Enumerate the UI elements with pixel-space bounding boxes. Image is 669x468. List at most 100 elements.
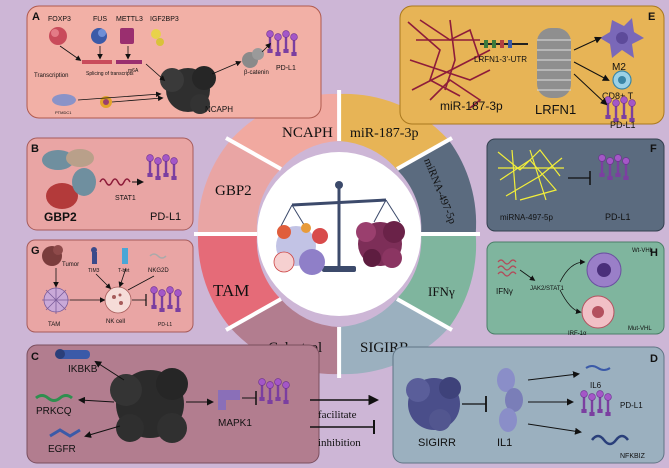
foxp3-label: FOXP3 bbox=[48, 16, 71, 23]
jak-stat-label: JAK2/STAT1 bbox=[530, 286, 564, 292]
mut-vhl-cell-icon bbox=[581, 295, 615, 329]
panel-f-pdl1-label: PD-L1 bbox=[605, 212, 631, 222]
panel-a: A FOXP3 FUS METTL3 IGF2BP3 Transcription… bbox=[26, 5, 322, 119]
panel-h-letter: H bbox=[650, 247, 658, 259]
panel-c: C IKBKB PRKCQ EGFR MAPK1 bbox=[26, 344, 320, 464]
panel-f-letter: F bbox=[650, 143, 657, 155]
sector-gbp2[interactable] bbox=[197, 140, 281, 234]
mapk1-protein-icon bbox=[218, 390, 240, 410]
sector-sigirr[interactable] bbox=[339, 298, 449, 375]
egfr-protein-icon bbox=[49, 428, 81, 438]
m2-macrophage-icon bbox=[600, 18, 644, 58]
legend-inhibition-label: inhibition bbox=[318, 437, 361, 449]
tumor-mass-icon bbox=[356, 221, 405, 268]
panel-e-letter: E bbox=[648, 11, 655, 23]
lrfn1-label: LRFN1 bbox=[535, 102, 576, 117]
fus-protein-icon bbox=[91, 28, 107, 44]
panel-a-letter: A bbox=[32, 11, 40, 23]
ikbkb-protein-icon bbox=[55, 349, 90, 359]
ptmdc-label: PTMDC1 bbox=[55, 110, 72, 115]
cd8-t-cell-icon bbox=[612, 70, 632, 90]
wheel-label-gbp2: GBP2 bbox=[215, 183, 252, 199]
panel-h-ifng-label: IFNγ bbox=[496, 287, 513, 296]
wheel: NCAPH miR-187-3p miRNA-497-5p GBP2 IFNγ … bbox=[194, 90, 480, 378]
gbp2-label: GBP2 bbox=[44, 210, 77, 224]
wheel-label-ifng: IFNγ bbox=[428, 284, 455, 299]
ifng-molecule-icon bbox=[497, 259, 517, 277]
wt-vhl-cell-icon bbox=[586, 252, 622, 288]
nkg2d-label: NKG2D bbox=[148, 268, 169, 274]
panel-g-letter: G bbox=[31, 245, 40, 257]
nk-cell-icon bbox=[104, 286, 132, 314]
tbet-label: T-bet bbox=[118, 268, 130, 274]
sector-mirna497[interactable] bbox=[396, 140, 477, 234]
ptmdc-protein-icon bbox=[52, 94, 76, 106]
utr-segments-icon bbox=[484, 40, 512, 48]
igf2bp3-protein-icon bbox=[151, 29, 164, 46]
stat1-coil-icon bbox=[99, 178, 131, 186]
gbp2-protein-icon bbox=[42, 149, 96, 209]
panel-b-pdl1-label: PD-L1 bbox=[150, 211, 181, 223]
cd8-label: CD8+ T bbox=[602, 91, 634, 101]
panel-e: E LRFN1-3'-UTR miR-187-3p LRFN1 bbox=[399, 5, 665, 130]
panel-f: F miRNA-497-5p PD-L1 bbox=[486, 138, 665, 232]
nk-cell-label: NK cell bbox=[106, 319, 125, 325]
stat1-label: STAT1 bbox=[115, 195, 136, 202]
nkg2d-icon bbox=[149, 253, 167, 259]
panel-d-letter: D bbox=[650, 353, 658, 365]
panel-d-pdl1-label: PD-L1 bbox=[620, 401, 643, 410]
ncaph-protein-icon bbox=[160, 66, 216, 114]
sector-mir187[interactable] bbox=[339, 93, 449, 170]
transcription-label: Transcription bbox=[34, 73, 68, 79]
sigirr-protein-icon bbox=[406, 377, 461, 431]
panel-b: B GBP2 STAT1 PD-L1 bbox=[26, 137, 194, 231]
legend: facilitate inhibition bbox=[310, 394, 379, 449]
m6a-label: m6A bbox=[128, 68, 139, 74]
tbet-icon bbox=[122, 248, 128, 264]
panel-e-pdl1-label: PD-L1 bbox=[610, 120, 636, 130]
tam-cell-icon bbox=[42, 286, 70, 314]
prkcq-label: PRKCQ bbox=[36, 406, 72, 417]
legend-facilitate-label: facilitate bbox=[318, 409, 357, 421]
tumor-cell-icon bbox=[42, 245, 63, 266]
wt-vhl-label: Wt-VHL bbox=[632, 248, 654, 254]
beta-catenin-icon bbox=[242, 48, 264, 68]
il6-molecule-icon bbox=[585, 365, 611, 371]
tim3-label: TIM3 bbox=[88, 268, 100, 274]
il1-label: IL1 bbox=[497, 437, 512, 449]
panel-e-mir-label: miR-187-3p bbox=[440, 99, 503, 113]
sector-ifng[interactable] bbox=[396, 234, 477, 328]
prkcq-protein-icon bbox=[35, 394, 73, 402]
igf2bp3-label: IGF2BP3 bbox=[150, 16, 179, 23]
panel-g-pdl1-label: PD-L1 bbox=[158, 322, 172, 328]
mettl3-protein-icon bbox=[120, 28, 134, 44]
nucleus-icon bbox=[100, 96, 112, 108]
celastrol-target-protein-icon bbox=[110, 368, 188, 443]
panel-a-pdl1-label: PD-L1 bbox=[276, 65, 296, 72]
panel-g-tam-label: TAM bbox=[48, 322, 60, 328]
lrfn1-protein-icon bbox=[537, 28, 571, 98]
egfr-label: EGFR bbox=[48, 444, 76, 455]
wheel-label-tam: TAM bbox=[213, 281, 249, 300]
m2-label: M2 bbox=[612, 62, 626, 73]
fus-label: FUS bbox=[93, 16, 107, 23]
mir187-network-icon bbox=[407, 19, 491, 109]
tim3-receptor-icon bbox=[91, 247, 97, 264]
panel-f-mir-label: miRNA-497-5p bbox=[500, 213, 553, 222]
panel-g: G Tumor TAM TIM3 T-bet NKG2D NK cell PD-… bbox=[26, 239, 194, 333]
sector-tam[interactable] bbox=[197, 234, 281, 328]
il1-receptor-icon bbox=[497, 368, 523, 432]
mapk1-label: MAPK1 bbox=[218, 418, 252, 429]
beta-catenin-label: β-catenin bbox=[244, 70, 269, 76]
panel-b-letter: B bbox=[31, 143, 39, 155]
il6-label: IL6 bbox=[590, 381, 602, 390]
utr-label: LRFN1-3'-UTR bbox=[474, 55, 527, 64]
ikbkb-label: IKBKB bbox=[68, 364, 98, 375]
splicing-label: Splicing of transcripts bbox=[86, 71, 134, 77]
irf-label: IRF-1α bbox=[568, 331, 587, 337]
ncaph-label: NCAPH bbox=[205, 105, 233, 114]
foxp3-protein-icon bbox=[49, 27, 67, 45]
immune-cells-icon bbox=[273, 223, 328, 275]
mut-vhl-label: Mut-VHL bbox=[628, 326, 652, 332]
